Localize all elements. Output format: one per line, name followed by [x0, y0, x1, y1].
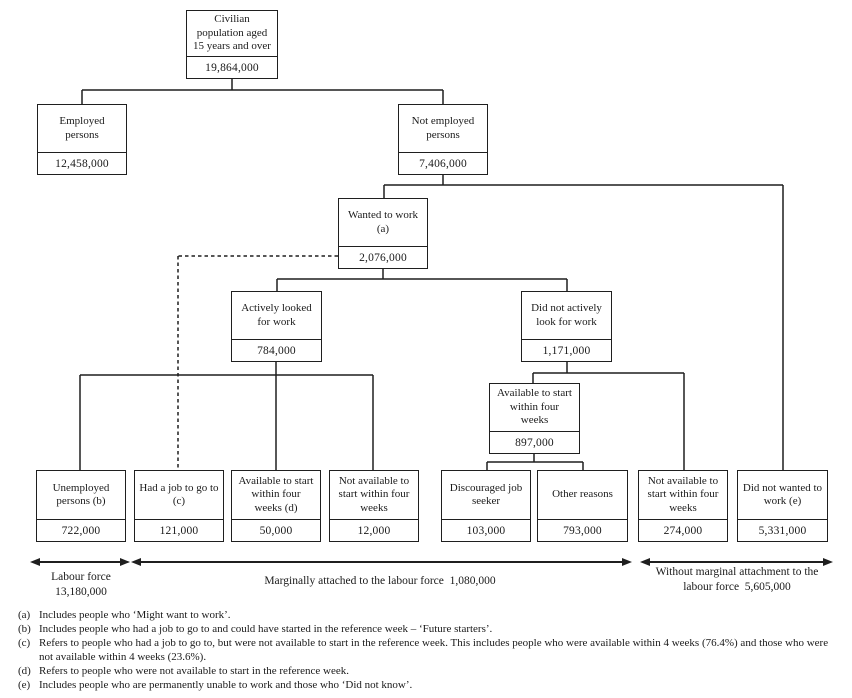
- footnote-tag: (e): [18, 678, 31, 691]
- node-value: 12,000: [357, 524, 391, 537]
- node-label: Not available to start within four weeks: [330, 471, 418, 520]
- node-value: 1,171,000: [542, 344, 591, 357]
- node-label: Not employed persons: [399, 105, 487, 153]
- node-value: 784,000: [257, 344, 296, 357]
- footnote-b: (b) Includes people who had a job to go …: [18, 623, 844, 637]
- node-label: Other reasons: [538, 471, 627, 520]
- node-label: Wanted to work (a): [339, 199, 427, 247]
- node-value: 5,331,000: [758, 524, 807, 537]
- node-value: 2,076,000: [359, 251, 407, 264]
- node-not-available-12000: Not available to start within four weeks…: [329, 470, 419, 542]
- node-unemployed-persons: Unemployed persons (b) 722,000: [36, 470, 126, 542]
- node-available-d: Available to start within four weeks (d)…: [231, 470, 321, 542]
- node-employed-persons: Employed persons 12,458,000: [37, 104, 127, 175]
- span-label-labour-force: Labour force 13,180,000: [51, 571, 111, 598]
- node-label: Did not actively look for work: [522, 292, 611, 340]
- node-label: Actively looked for work: [232, 292, 321, 340]
- node-label: Did not wanted to work (e): [738, 471, 827, 520]
- node-wanted-to-work: Wanted to work (a) 2,076,000: [338, 198, 428, 269]
- node-value: 12,458,000: [55, 157, 109, 170]
- node-had-job-to-go-to: Had a job to go to (c) 121,000: [134, 470, 224, 542]
- footnote-text: Includes people who are permanently unab…: [39, 678, 413, 691]
- span-label-marginally-attached: Marginally attached to the labour force …: [264, 575, 496, 587]
- node-label: Available to start within four weeks (d): [232, 471, 320, 520]
- node-discouraged-job-seeker: Discouraged job seeker 103,000: [441, 470, 531, 542]
- node-value: 121,000: [159, 524, 199, 537]
- footnote-c: (c) Refers to people who had a job to go…: [18, 637, 844, 665]
- node-civilian-population: Civilian population aged 15 years and ov…: [186, 10, 278, 79]
- node-value: 274,000: [663, 524, 703, 537]
- node-not-available-274000: Not available to start within four weeks…: [638, 470, 728, 542]
- node-value: 19,864,000: [205, 61, 259, 74]
- node-label: Available to start within four weeks: [490, 384, 579, 432]
- node-not-employed-persons: Not employed persons 7,406,000: [398, 104, 488, 175]
- footnote-tag: (b): [18, 622, 31, 635]
- node-value: 50,000: [259, 524, 293, 537]
- footnote-d: (d) Refers to people who were not availa…: [18, 665, 844, 679]
- node-label: Not available to start within four weeks: [639, 471, 727, 520]
- footnote-text: Includes people who had a job to go to a…: [39, 622, 493, 635]
- node-value: 103,000: [466, 524, 506, 537]
- footnote-tag: (c): [18, 636, 31, 649]
- node-label: Civilian population aged 15 years and ov…: [187, 11, 277, 57]
- node-value: 793,000: [563, 524, 602, 537]
- node-value: 897,000: [515, 436, 554, 449]
- node-label: Unemployed persons (b): [37, 471, 125, 520]
- footnote-text: Refers to people who were not available …: [39, 664, 350, 677]
- node-did-not-want-to-work: Did not wanted to work (e) 5,331,000: [737, 470, 828, 542]
- footnote-text: Refers to people who had a job to go to,…: [39, 636, 829, 663]
- footnote-e: (e) Includes people who are permanently …: [18, 679, 844, 693]
- footnote-text: Includes people who ‘Might want to work’…: [39, 609, 231, 621]
- footnote-tag: (a): [18, 609, 31, 621]
- footnote-a: (a) Includes people who ‘Might want to w…: [18, 609, 844, 623]
- node-value: 7,406,000: [419, 157, 467, 170]
- node-label: Discouraged job seeker: [442, 471, 530, 520]
- node-actively-looked: Actively looked for work 784,000: [231, 291, 322, 362]
- node-available-four-weeks: Available to start within four weeks 897…: [489, 383, 580, 454]
- footnote-tag: (d): [18, 664, 31, 677]
- node-label: Employed persons: [38, 105, 126, 153]
- node-label: Had a job to go to (c): [135, 471, 223, 520]
- node-value: 722,000: [61, 524, 101, 537]
- node-did-not-actively-look: Did not actively look for work 1,171,000: [521, 291, 612, 362]
- node-other-reasons: Other reasons 793,000: [537, 470, 628, 542]
- footnotes: (a) Includes people who ‘Might want to w…: [18, 609, 844, 692]
- span-label-without-attachment: Without marginal attachment to the labou…: [655, 566, 819, 593]
